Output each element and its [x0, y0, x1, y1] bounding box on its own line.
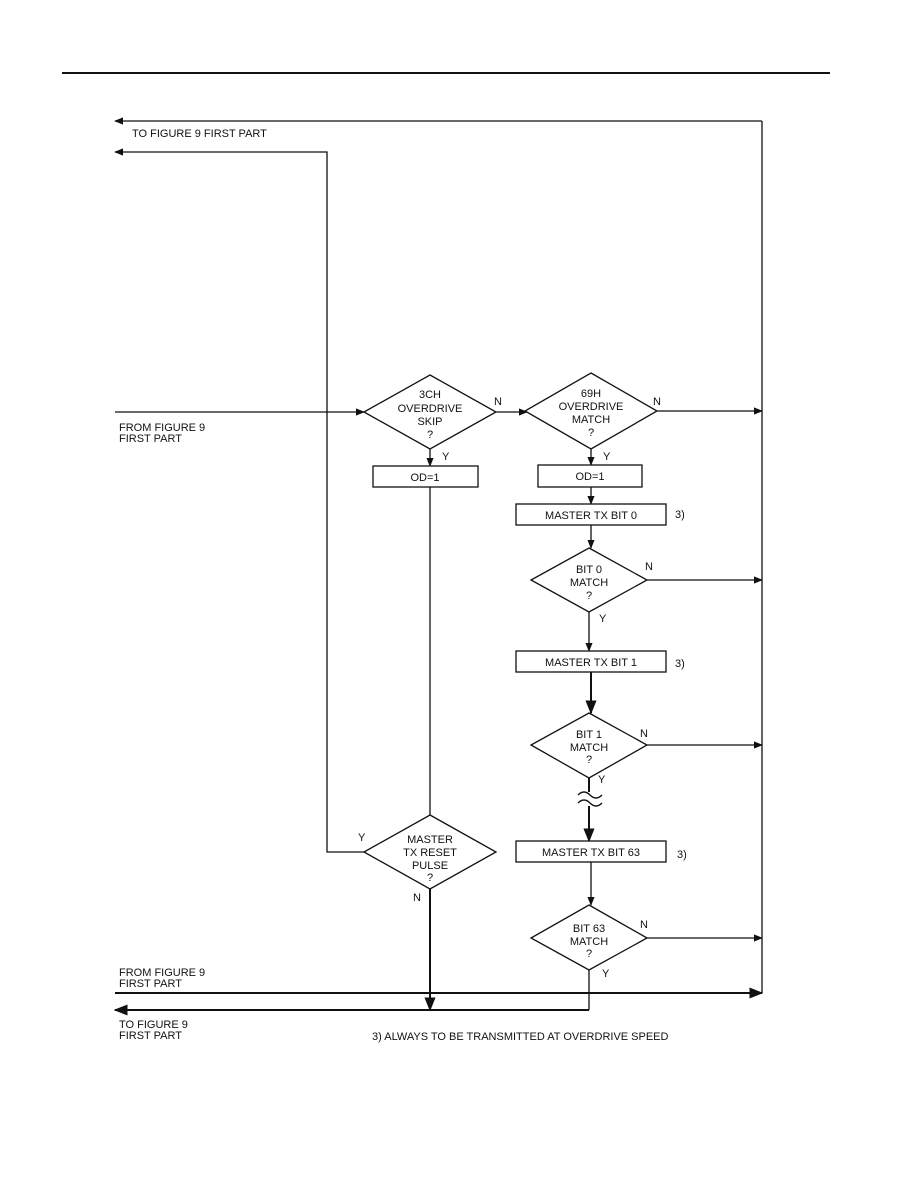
tx-bit0-label: MASTER TX BIT 0	[545, 510, 637, 522]
from-figure9-bottom-label-1: FROM FIGURE 9	[119, 967, 205, 979]
tx-bit1-footnote-mark: 3)	[675, 658, 685, 670]
od-right-label: OD=1	[575, 471, 604, 483]
bit0-no-label: N	[645, 561, 653, 573]
skip-line-4: ?	[427, 429, 433, 441]
reset-no-label: N	[413, 892, 421, 904]
bit1-line-3: ?	[586, 754, 592, 766]
to-figure9-bottom-label-2: FIRST PART	[119, 1030, 182, 1042]
tx-bit63-footnote-mark: 3)	[677, 849, 687, 861]
process-od-left	[372, 465, 479, 488]
match-no-label: N	[653, 396, 661, 408]
match-line-4: ?	[588, 427, 594, 439]
match-line-3: MATCH	[572, 414, 610, 426]
tx-bit1-label: MASTER TX BIT 1	[545, 657, 637, 669]
skip-line-1: 3CH	[419, 389, 441, 401]
bit63-line-1: BIT 63	[573, 923, 605, 935]
skip-line-2: OVERDRIVE	[398, 403, 463, 415]
from-figure9-mid-label-2: FIRST PART	[119, 433, 182, 445]
bit0-line-1: BIT 0	[576, 564, 602, 576]
reset-line-3: PULSE	[412, 860, 448, 872]
bit63-yes-label: Y	[602, 968, 610, 980]
tx-bit0-footnote-mark: 3)	[675, 509, 685, 521]
bit0-line-2: MATCH	[570, 577, 608, 589]
bit0-line-3: ?	[586, 590, 592, 602]
from-figure9-bottom-label-2: FIRST PART	[119, 978, 182, 990]
reset-line-4: ?	[427, 872, 433, 884]
process-od-right	[537, 464, 643, 488]
bit63-line-2: MATCH	[570, 936, 608, 948]
tx-bit63-label: MASTER TX BIT 63	[542, 847, 640, 859]
match-line-1: 69H	[581, 388, 601, 400]
from-figure9-mid-label-1: FROM FIGURE 9	[119, 422, 205, 434]
to-figure9-top-label: TO FIGURE 9 FIRST PART	[132, 128, 267, 140]
bit63-line-3: ?	[586, 948, 592, 960]
skip-yes-label: Y	[442, 451, 450, 463]
match-yes-label: Y	[603, 451, 611, 463]
reset-line-1: MASTER	[407, 834, 453, 846]
reset-yes-return-line	[114, 148, 366, 853]
skip-line-3: SKIP	[417, 416, 442, 428]
od-left-label: OD=1	[410, 472, 439, 484]
break-symbol	[577, 791, 603, 807]
bit63-no-label: N	[640, 919, 648, 931]
bit1-line-2: MATCH	[570, 742, 608, 754]
bit1-line-1: BIT 1	[576, 729, 602, 741]
reset-line-2: TX RESET	[403, 847, 457, 859]
footnote: 3) ALWAYS TO BE TRANSMITTED AT OVERDRIVE…	[372, 1031, 669, 1043]
bit1-no-label: N	[640, 728, 648, 740]
bit0-yes-label: Y	[599, 613, 607, 625]
to-figure9-bottom-label-1: TO FIGURE 9	[119, 1019, 188, 1031]
skip-no-label: N	[494, 396, 502, 408]
reset-yes-label: Y	[358, 832, 366, 844]
match-line-2: OVERDRIVE	[559, 401, 624, 413]
bit1-yes-label: Y	[598, 774, 606, 786]
